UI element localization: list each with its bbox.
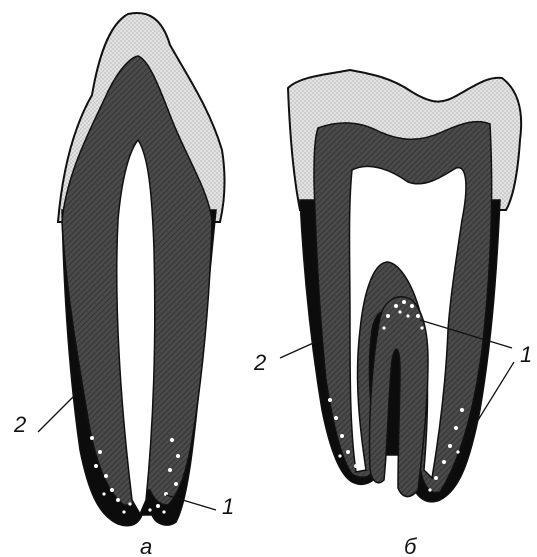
label-2-right: 2 — [253, 350, 266, 375]
caption-b: б — [404, 534, 418, 557]
label-1-right: 1 — [520, 342, 532, 367]
molar-tooth: 2 1 б — [253, 70, 532, 557]
label-1-left: 1 — [222, 494, 234, 519]
incisor-tooth: 2 1 а — [13, 13, 234, 557]
label-2-left: 2 — [13, 412, 26, 437]
leader-line-2-left — [38, 390, 80, 432]
caption-a: а — [140, 534, 152, 557]
